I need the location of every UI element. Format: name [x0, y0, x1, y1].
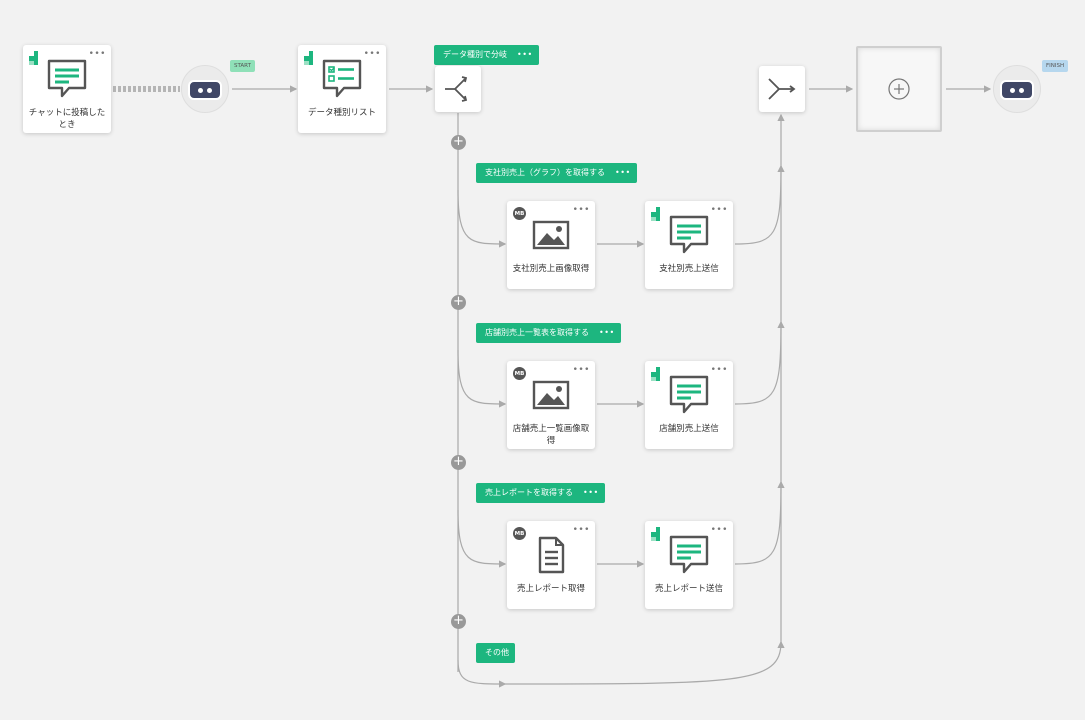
branch-2-tag-label: 店舗別売上一覧表を取得する	[485, 328, 589, 337]
start-flag: START	[230, 60, 255, 72]
robot-icon	[188, 80, 222, 100]
chat-message-icon	[669, 215, 709, 254]
finish-robot[interactable]	[993, 65, 1041, 113]
add-circle-icon	[888, 78, 910, 100]
image-icon	[532, 220, 570, 250]
step-menu-dots[interactable]: •••	[710, 365, 728, 375]
branch-2-step1-label: 店舗売上一覧画像取得	[512, 424, 590, 446]
branch-2-step2-card[interactable]: ••• 店舗別売上送信	[645, 361, 733, 449]
branch-3-tag[interactable]: 売上レポートを取得する •••	[476, 483, 605, 503]
merge-node[interactable]	[759, 66, 805, 112]
add-branch-button[interactable]: +	[451, 455, 466, 470]
step-menu-dots[interactable]: •••	[710, 525, 728, 535]
trigger-label: チャットに投稿したとき	[28, 108, 106, 130]
branch-1-step2-label: 支社別売上送信	[659, 264, 719, 274]
branch-1-tag-label: 支社別売上（グラフ）を取得する	[485, 168, 605, 177]
brand-logo-icon	[651, 367, 660, 381]
add-branch-button[interactable]: +	[451, 614, 466, 629]
branch-tag-menu-dots[interactable]: •••	[583, 488, 599, 497]
step-menu-dots[interactable]: •••	[710, 205, 728, 215]
trigger-menu-dots[interactable]: •••	[88, 49, 106, 59]
add-step-box[interactable]	[856, 46, 942, 132]
brand-logo-icon	[651, 207, 660, 221]
branch-tag-menu-dots[interactable]: •••	[599, 328, 615, 337]
add-branch-button[interactable]: +	[451, 295, 466, 310]
image-icon	[532, 380, 570, 410]
brand-logo-icon	[29, 51, 38, 65]
chat-message-icon	[669, 535, 709, 574]
data-list-card[interactable]: ••• データ種別リスト	[298, 45, 386, 133]
branch-tag-label: データ種別で分岐	[443, 50, 507, 59]
trigger-card[interactable]: ••• チャットに投稿したとき	[23, 45, 111, 133]
else-branch-tag[interactable]: その他	[476, 643, 515, 663]
branch-3-step2-card[interactable]: ••• 売上レポート送信	[645, 521, 733, 609]
checklist-icon	[322, 59, 362, 98]
start-robot[interactable]	[181, 65, 229, 113]
branch-tag-menu-dots[interactable]: •••	[615, 168, 631, 177]
robot-icon	[1000, 80, 1034, 100]
mb-badge: MB	[513, 367, 526, 380]
brand-logo-icon	[304, 51, 313, 65]
brand-logo-icon	[651, 527, 660, 541]
branch-1-step1-card[interactable]: MB ••• 支社別売上画像取得	[507, 201, 595, 289]
step-menu-dots[interactable]: •••	[572, 525, 590, 535]
branch-1-step2-card[interactable]: ••• 支社別売上送信	[645, 201, 733, 289]
branch-1-tag[interactable]: 支社別売上（グラフ）を取得する •••	[476, 163, 637, 183]
merge-icon	[768, 78, 796, 100]
mb-badge: MB	[513, 527, 526, 540]
chat-message-icon	[47, 59, 87, 98]
branch-2-tag[interactable]: 店舗別売上一覧表を取得する •••	[476, 323, 621, 343]
step-menu-dots[interactable]: •••	[572, 205, 590, 215]
branch-tag-menu-dots[interactable]: •••	[517, 50, 533, 59]
split-icon	[445, 76, 468, 102]
step-menu-dots[interactable]: •••	[572, 365, 590, 375]
branch-3-step1-label: 売上レポート取得	[516, 584, 585, 594]
branch-3-tag-label: 売上レポートを取得する	[485, 488, 573, 497]
data-list-menu-dots[interactable]: •••	[363, 49, 381, 59]
branch-3-step1-card[interactable]: MB ••• 売上レポート取得	[507, 521, 595, 609]
chat-message-icon	[669, 375, 709, 414]
data-list-label: データ種別リスト	[307, 108, 376, 118]
document-icon	[538, 536, 565, 574]
finish-flag: FINISH	[1042, 60, 1069, 72]
branch-3-step2-label: 売上レポート送信	[654, 584, 723, 594]
branch-tag[interactable]: データ種別で分岐 •••	[434, 45, 539, 65]
branch-2-step1-card[interactable]: MB ••• 店舗売上一覧画像取得	[507, 361, 595, 449]
add-branch-button[interactable]: +	[451, 135, 466, 150]
else-branch-tag-label: その他	[485, 648, 509, 657]
split-node[interactable]	[435, 66, 481, 112]
branch-2-step2-label: 店舗別売上送信	[659, 424, 719, 434]
mb-badge: MB	[513, 207, 526, 220]
branch-1-step1-label: 支社別売上画像取得	[512, 264, 590, 274]
